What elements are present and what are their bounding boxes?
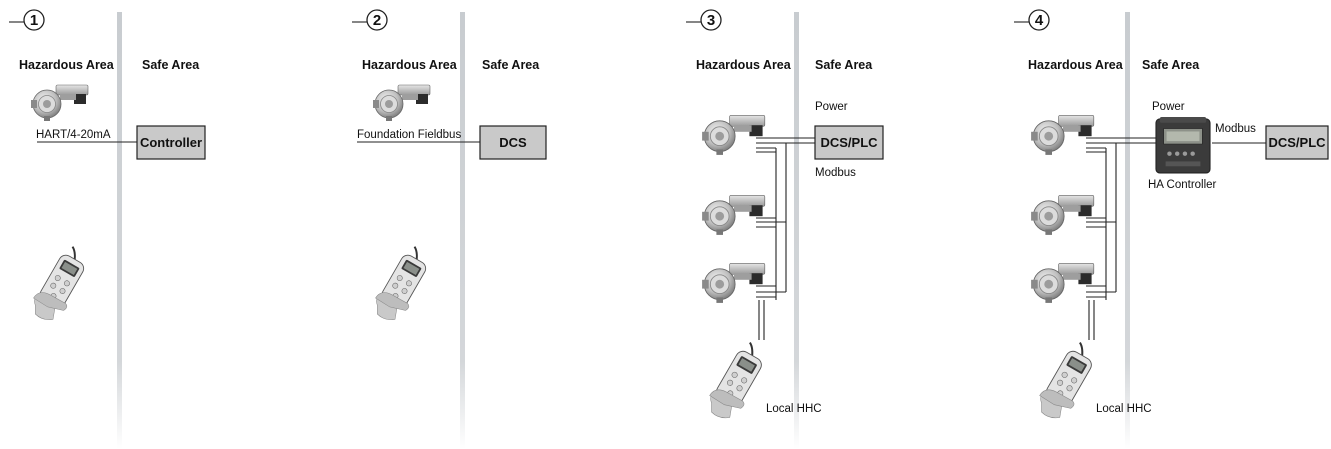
handheld-communicator-icon <box>1038 341 1096 419</box>
modbus-wiring <box>1086 137 1266 340</box>
gas-detector-transmitter-icon <box>701 262 766 304</box>
gas-detector-transmitter-icon <box>1030 194 1095 236</box>
dcs-plc-box-label: DCS/PLC <box>820 135 878 150</box>
gas-detector-transmitter-icon <box>1030 114 1095 156</box>
hazardous-area-heading: Hazardous Area <box>696 58 792 72</box>
safe-area-heading: Safe Area <box>815 58 873 72</box>
handheld-communicator-icon <box>708 341 766 419</box>
controller-box-label: Controller <box>140 135 202 150</box>
modbus-wiring <box>756 137 815 340</box>
panel-number-circle <box>366 9 388 31</box>
hazardous-area-heading: Hazardous Area <box>362 58 458 72</box>
panel-4: 4 Hazardous Area Safe Area Power Modbus <box>1013 9 1329 449</box>
panel-number: 4 <box>1035 12 1044 29</box>
area-divider <box>117 12 122 449</box>
gas-detector-transmitter-icon <box>701 194 766 236</box>
local-hhc-label: Local HHC <box>766 403 822 415</box>
modbus-label: Modbus <box>815 167 856 179</box>
handheld-communicator-icon <box>374 245 430 321</box>
panel-number-circle <box>700 9 722 31</box>
panel-2: 2 Hazardous Area Safe Area Foundation Fi… <box>351 9 547 449</box>
area-divider <box>1125 12 1130 449</box>
safe-area-heading: Safe Area <box>142 58 200 72</box>
gas-detector-transmitter-icon <box>30 84 89 122</box>
gas-detector-transmitter-icon <box>701 114 766 156</box>
panel-number: 3 <box>707 12 715 29</box>
ha-controller-unit-icon <box>1155 116 1211 174</box>
area-divider <box>460 12 465 449</box>
safe-area-heading: Safe Area <box>1142 58 1200 72</box>
gas-detector-transmitter-icon <box>1030 262 1095 304</box>
panel-1: 1 Hazardous Area Safe Area HART/4-20mA C… <box>8 9 206 449</box>
controller-box <box>136 125 206 160</box>
dcs-plc-box-label: DCS/PLC <box>1268 135 1326 150</box>
dcs-box <box>479 125 547 160</box>
dcs-box-label: DCS <box>499 135 527 150</box>
safe-area-heading: Safe Area <box>482 58 540 72</box>
signal-label: Foundation Fieldbus <box>357 129 461 141</box>
dcs-plc-box <box>814 125 884 160</box>
local-hhc-label: Local HHC <box>1096 403 1152 415</box>
signal-label: HART/4-20mA <box>36 129 111 141</box>
panel-number: 2 <box>373 12 381 29</box>
modbus-label: Modbus <box>1215 123 1256 135</box>
handheld-communicator-icon <box>32 245 88 321</box>
power-label: Power <box>815 101 848 113</box>
ha-controller-label: HA Controller <box>1148 179 1217 191</box>
hazardous-area-heading: Hazardous Area <box>1028 58 1124 72</box>
hazardous-area-heading: Hazardous Area <box>19 58 115 72</box>
power-label: Power <box>1152 101 1185 113</box>
panel-number-circle <box>1028 9 1050 31</box>
dcs-plc-box <box>1265 125 1329 160</box>
area-divider <box>794 12 799 449</box>
panel-number: 1 <box>30 12 38 29</box>
gas-detector-transmitter-icon <box>372 84 431 122</box>
panel-number-circle <box>23 9 45 31</box>
panel-3: 3 Hazardous Area Safe Area Power DCS/PLC… <box>685 9 884 449</box>
